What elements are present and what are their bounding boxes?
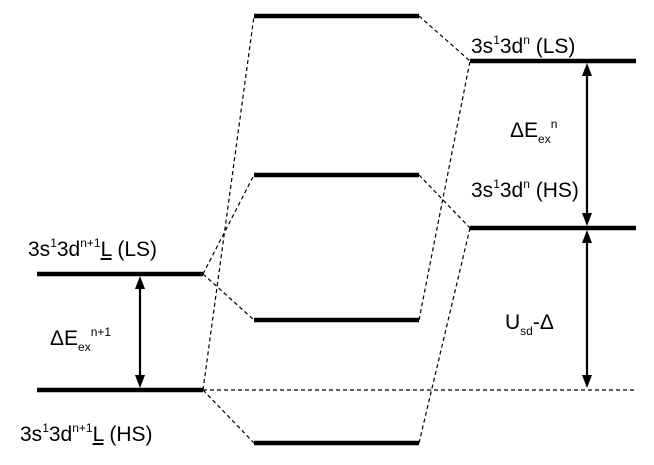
label-left-hs-config: 3s13dn+1L (HS) xyxy=(20,421,153,446)
label-delta-e-ex-n: ΔEexn xyxy=(510,117,558,146)
connector-dashed xyxy=(418,174,471,229)
connector-dashed xyxy=(202,389,255,444)
connector-dashed xyxy=(418,60,471,321)
label-delta-e-ex-n-plus-1: ΔEexn+1 xyxy=(50,325,112,354)
connector-dashed xyxy=(418,15,471,62)
connector-dashed xyxy=(202,273,255,321)
connector-dashed xyxy=(202,174,255,275)
arrow-usd-minus-delta xyxy=(582,230,592,388)
connector-dashed xyxy=(418,227,471,444)
connector-dashed xyxy=(202,15,255,391)
arrow-delta-e-n-plus-1 xyxy=(135,276,145,388)
label-right-hs-config: 3s13dn (HS) xyxy=(471,177,579,202)
label-usd-minus-delta: Usd-Δ xyxy=(505,311,554,338)
arrow-delta-e-n xyxy=(582,63,592,226)
label-left-ls-config: 3s13dn+1L (LS) xyxy=(28,236,158,261)
label-right-ls-config: 3s13dn (LS) xyxy=(471,33,576,58)
